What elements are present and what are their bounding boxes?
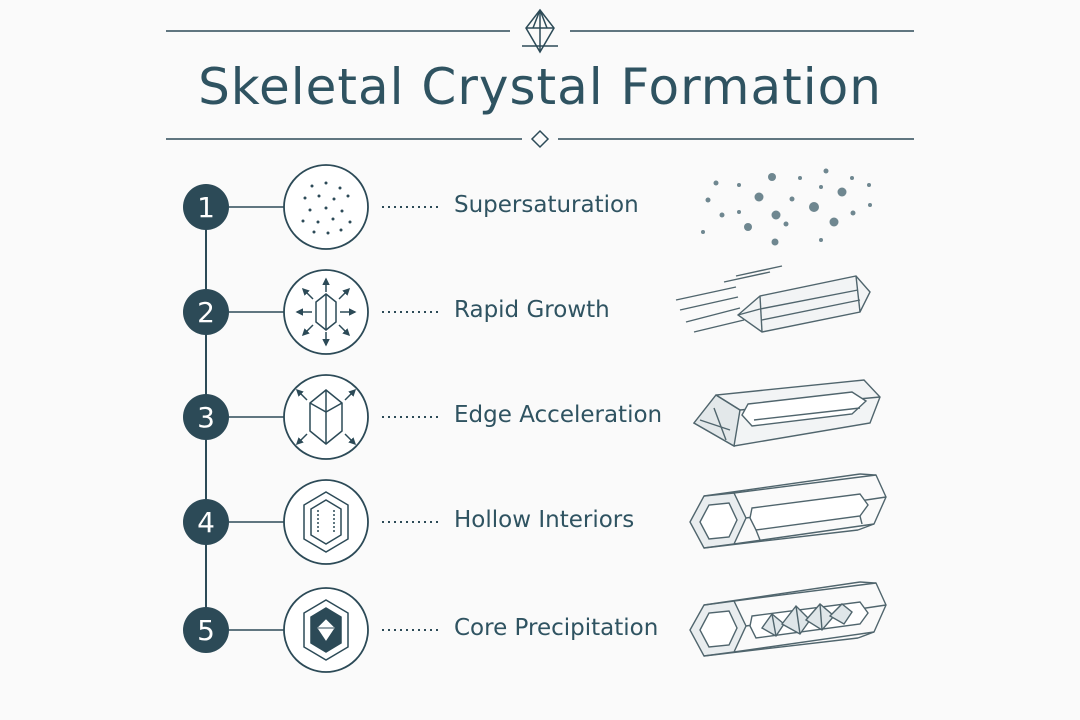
supersaturation-illustration: [701, 168, 872, 246]
step-number-5: 5: [183, 607, 229, 653]
header-ornament: [166, 8, 914, 149]
step-number-4: 4: [183, 499, 229, 545]
step-label-4: Hollow Interiors: [454, 507, 635, 533]
rapid-growth-illustration: [675, 265, 871, 333]
step-number-1: 1: [183, 184, 229, 230]
core-precipitation-illustration: [689, 581, 887, 657]
radial-growth-icon: [295, 277, 357, 347]
gem-icon: [525, 8, 555, 54]
edge-growth-icon: [295, 388, 357, 446]
step-label-2: Rapid Growth: [454, 297, 610, 323]
step-label-3: Edge Acceleration: [454, 402, 663, 428]
particles-icon: [301, 181, 352, 235]
step-label-1: Supersaturation: [454, 192, 639, 218]
diamond-ornament-icon: [530, 129, 550, 149]
core-crystal-icon: [303, 599, 349, 661]
hollow-crystal-icon: [303, 491, 349, 553]
step-number-3: 3: [183, 394, 229, 440]
edge-acceleration-illustration: [692, 379, 881, 448]
hollow-interiors-illustration: [689, 473, 887, 549]
step-label-5: Core Precipitation: [454, 615, 659, 641]
page-title: Skeletal Crystal Formation: [198, 58, 882, 116]
step-number-2: 2: [183, 289, 229, 335]
